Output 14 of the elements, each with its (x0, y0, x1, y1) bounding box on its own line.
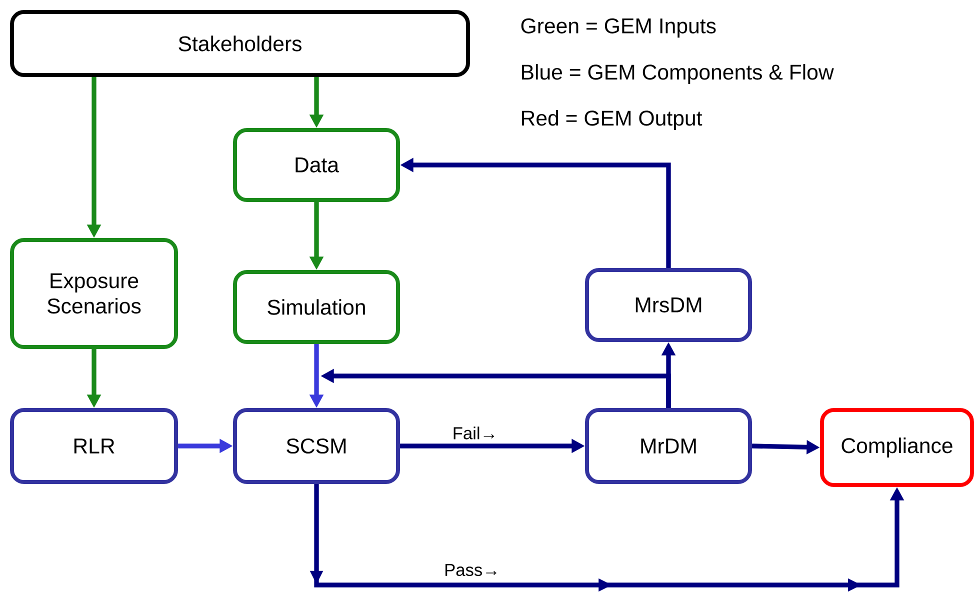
process-box: Exposure Scenarios (10, 238, 178, 349)
process-box: Compliance (820, 408, 974, 487)
process-box: MrDM (585, 408, 752, 484)
legend-text: Red = GEM Output (522, 110, 702, 130)
edge-label: Fail→ (451, 425, 499, 441)
stakeholder-box: Stakeholders (10, 10, 470, 77)
process-box: RLR (10, 408, 178, 484)
process-box: Simulation (233, 270, 400, 344)
edge-label: Pass→ (442, 562, 502, 578)
process-box: SCSM (233, 408, 400, 484)
process-box: Data (233, 128, 400, 202)
legend-text: Green = GEM Inputs (521, 18, 716, 38)
process-box: MrsDM (585, 268, 752, 342)
legend-text: Blue = GEM Components & Flow (522, 64, 834, 84)
